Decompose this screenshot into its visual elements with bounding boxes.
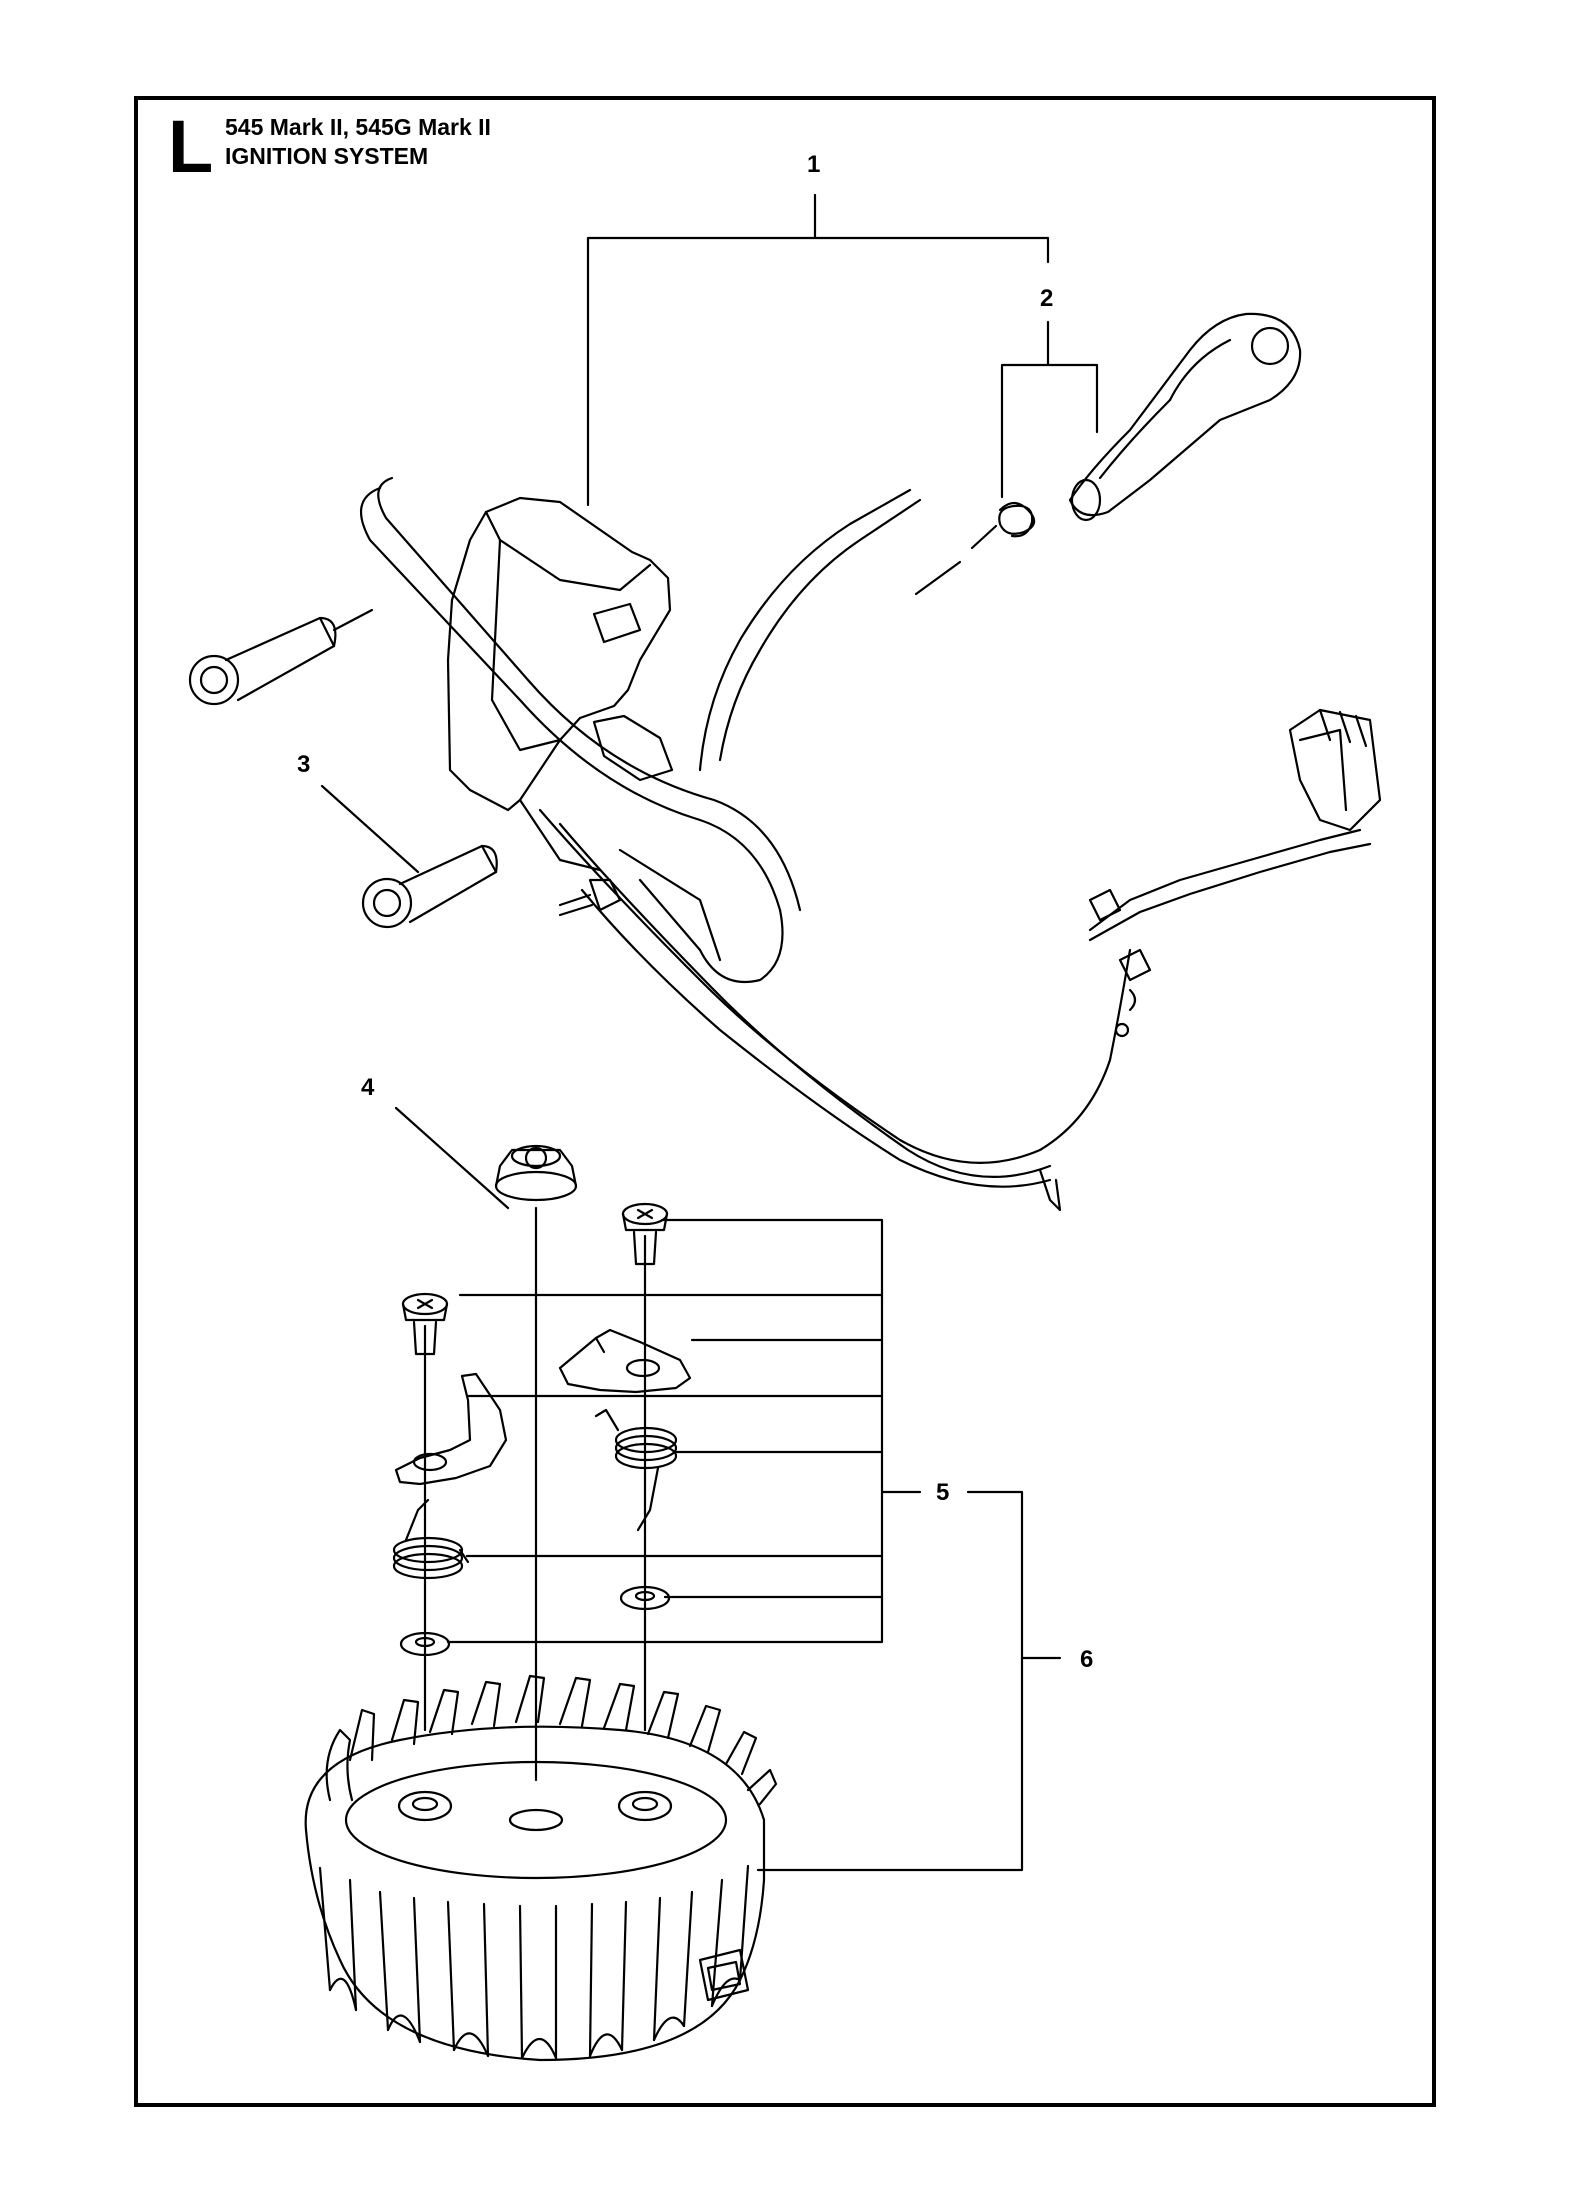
callout-1: 1 xyxy=(807,151,820,178)
flywheel xyxy=(304,1674,778,2062)
leader-lines xyxy=(320,193,1099,1872)
spring-right xyxy=(594,1408,678,1532)
spark-plug-spring xyxy=(914,501,1036,596)
bolt-upper xyxy=(188,608,374,706)
ht-lead-cable xyxy=(360,476,922,984)
section-letter: L xyxy=(168,105,214,188)
bolt-lower xyxy=(361,844,498,929)
connector-plug xyxy=(1288,708,1382,832)
wire-harness xyxy=(538,808,1372,1212)
spring-left xyxy=(392,1498,470,1580)
callout-3: 3 xyxy=(297,751,310,778)
callout-4: 4 xyxy=(361,1074,375,1101)
ignition-module xyxy=(446,496,674,872)
model-title: 545 Mark II, 545G Mark II xyxy=(225,114,491,140)
callout-2: 2 xyxy=(1040,285,1053,312)
pawl-screw-left xyxy=(401,1292,449,1356)
spark-plug-cap xyxy=(1068,312,1302,522)
callout-5: 5 xyxy=(936,1479,949,1506)
callout-6: 6 xyxy=(1080,1646,1093,1673)
pawl-right xyxy=(558,1328,692,1394)
pawl-screw-right xyxy=(621,1202,669,1266)
washer-left xyxy=(399,1631,451,1657)
page-frame xyxy=(134,96,1436,2107)
system-title: IGNITION SYSTEM xyxy=(225,143,429,169)
washer-right xyxy=(619,1585,671,1611)
flange-nut xyxy=(494,1144,578,1202)
pawl-left xyxy=(394,1372,508,1486)
callout-labels: 1 2 3 4 5 6 xyxy=(297,151,1093,1673)
